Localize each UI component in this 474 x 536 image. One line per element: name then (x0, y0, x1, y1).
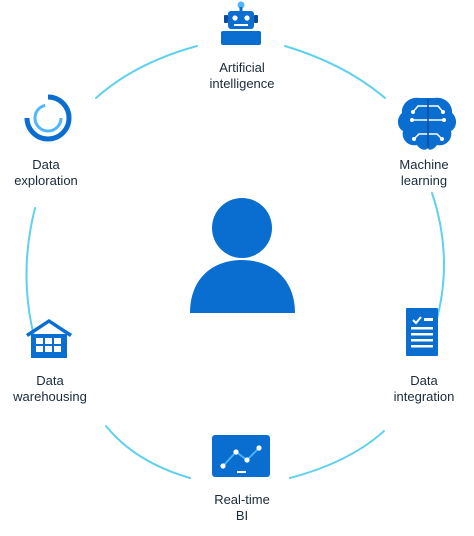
label-line: exploration (14, 173, 78, 188)
label-data-exploration: Data exploration (0, 157, 92, 189)
person-icon (190, 198, 295, 313)
label-line: Data (36, 373, 64, 388)
label-data-warehousing: Data warehousing (0, 373, 100, 405)
ring-arc-di-rt (289, 430, 385, 479)
warehouse-icon (26, 319, 72, 358)
checklist-icon (406, 308, 438, 356)
label-line: intelligence (209, 76, 275, 91)
label-real-time-bi: Real-time BI (192, 492, 292, 524)
label-line: Data (32, 157, 60, 172)
ring-arc-de-ai (95, 45, 198, 99)
label-line: Artificial (219, 60, 265, 75)
label-data-integration: Data integration (374, 373, 474, 405)
ring-chart-icon (24, 94, 72, 142)
label-line: Real-time (214, 492, 270, 507)
ring-arc-ai-ml (284, 45, 386, 99)
label-line: Data (410, 373, 438, 388)
label-line: Machine (399, 157, 449, 172)
label-machine-learning: Machine learning (374, 157, 474, 189)
label-line: learning (400, 173, 448, 188)
label-line: integration (393, 389, 455, 404)
brain-circuit-icon (397, 97, 457, 150)
ring (25, 45, 445, 479)
ring-arc-rt-dw (105, 425, 191, 479)
ring-arc-dw-de (25, 207, 36, 341)
label-artificial-intelligence: Artificial intelligence (187, 60, 297, 92)
label-line: warehousing (13, 389, 87, 404)
line-chart-monitor-icon (212, 435, 270, 477)
label-line: BI (235, 508, 249, 523)
robot-icon (221, 1, 261, 45)
